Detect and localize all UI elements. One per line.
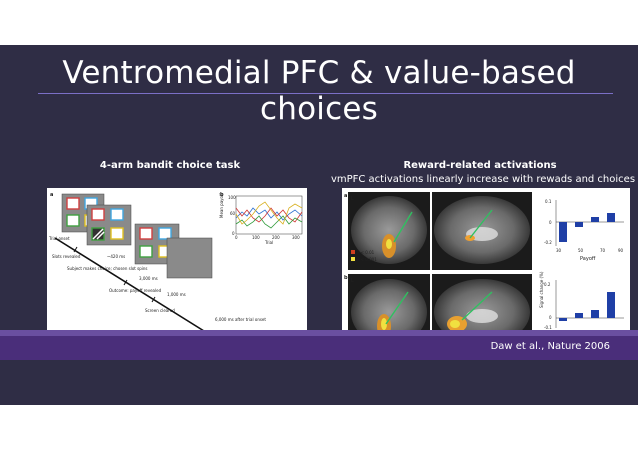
bar-b-1 bbox=[559, 318, 567, 321]
brain-b-left-label: L bbox=[351, 278, 354, 284]
footer-accent-band bbox=[0, 330, 638, 336]
y-tick-60: 60 bbox=[230, 211, 236, 216]
bar-a-4 bbox=[607, 213, 615, 222]
chart-b-ytick-1: 0.2 bbox=[544, 282, 551, 287]
x-tick-0: 0 bbox=[235, 235, 238, 240]
label-420ms: ~420 ms bbox=[107, 254, 125, 259]
line-chart-x-label: Trial bbox=[264, 240, 273, 245]
y-tick-0: 0 bbox=[232, 231, 235, 236]
bar-a-3 bbox=[591, 217, 599, 222]
bar-b-2 bbox=[575, 313, 583, 318]
chart-a-ytick-3: -0.2 bbox=[544, 240, 552, 245]
right-panel-subheading: vmPFC activations linearly increase with… bbox=[330, 174, 636, 185]
left-panel-heading: 4-arm bandit choice task bbox=[99, 160, 241, 171]
chart-a-xtick-70: 70 bbox=[600, 248, 606, 253]
panel-a-label: a bbox=[50, 192, 53, 198]
line-chart-y-label: Mean payoff bbox=[219, 193, 224, 218]
bar-a-2 bbox=[575, 222, 583, 227]
chart-a-xtick-90: 90 bbox=[618, 248, 624, 253]
right-panel-a-label: a bbox=[344, 193, 347, 199]
footer-bar bbox=[0, 336, 638, 360]
label-screen-cleared: Screen cleared bbox=[145, 308, 175, 313]
bandit-task-figure: a Trial onset Slots revealed Subject mak… bbox=[47, 188, 307, 343]
bar-a-1 bbox=[559, 222, 567, 242]
label-3000ms: 3,000 ms bbox=[139, 276, 158, 281]
x-tick-300: 300 bbox=[292, 235, 300, 240]
label-trial-onset: Trial onset bbox=[48, 236, 70, 241]
bandit-task-illustration: a Trial onset Slots revealed Subject mak… bbox=[48, 192, 303, 342]
citation-text: Daw et al., Nature 2006 bbox=[490, 341, 610, 352]
chart-a-xtick-30: 30 bbox=[556, 248, 562, 253]
slide-title: Ventromedial PFC & value-based choices bbox=[62, 55, 576, 127]
chart-b-ytick-3: 0 bbox=[549, 315, 552, 320]
bar-b-3 bbox=[591, 310, 599, 318]
right-panel-b-label: b bbox=[344, 275, 348, 281]
chart-b-ytick-4: -0.1 bbox=[544, 325, 552, 330]
label-1000ms: 1,000 ms bbox=[167, 292, 186, 297]
chart-a-ytick-1: 0.1 bbox=[545, 199, 552, 204]
chart-a-xlabel: Payoff bbox=[580, 256, 596, 262]
label-outcome: Outcome: payoff revealed bbox=[109, 288, 162, 293]
label-subject-choice: Subject makes choice; chosen slot spins bbox=[67, 266, 148, 271]
panel-b-label: b bbox=[220, 192, 224, 198]
label-slots-revealed: Slots revealed bbox=[52, 254, 81, 259]
label-6000ms: 6,000 ms after trial onset bbox=[215, 317, 266, 322]
chart-a-ytick-2: 0 bbox=[549, 220, 552, 225]
bar-b-4 bbox=[607, 292, 615, 318]
legend-p001-a: P < 0.001 bbox=[357, 257, 377, 262]
x-tick-100: 100 bbox=[252, 235, 260, 240]
signal-change-label: Signal change (%) bbox=[539, 271, 544, 308]
title-divider bbox=[38, 93, 613, 94]
x-tick-200: 200 bbox=[272, 235, 280, 240]
chart-a-xtick-50: 50 bbox=[578, 248, 584, 253]
vmpfc-activation-figure: a L P < 0.01 P < 0.001 0.1 0 -0.2 30 50 … bbox=[342, 188, 630, 352]
brain-activation-illustration: a L P < 0.01 P < 0.001 0.1 0 -0.2 30 50 … bbox=[344, 192, 628, 350]
y-tick-100: 100 bbox=[228, 195, 236, 200]
right-panel-heading: Reward-related activations bbox=[403, 160, 557, 171]
brain-a-left-label: L bbox=[351, 196, 354, 202]
legend-p01-a: P < 0.01 bbox=[357, 250, 375, 255]
